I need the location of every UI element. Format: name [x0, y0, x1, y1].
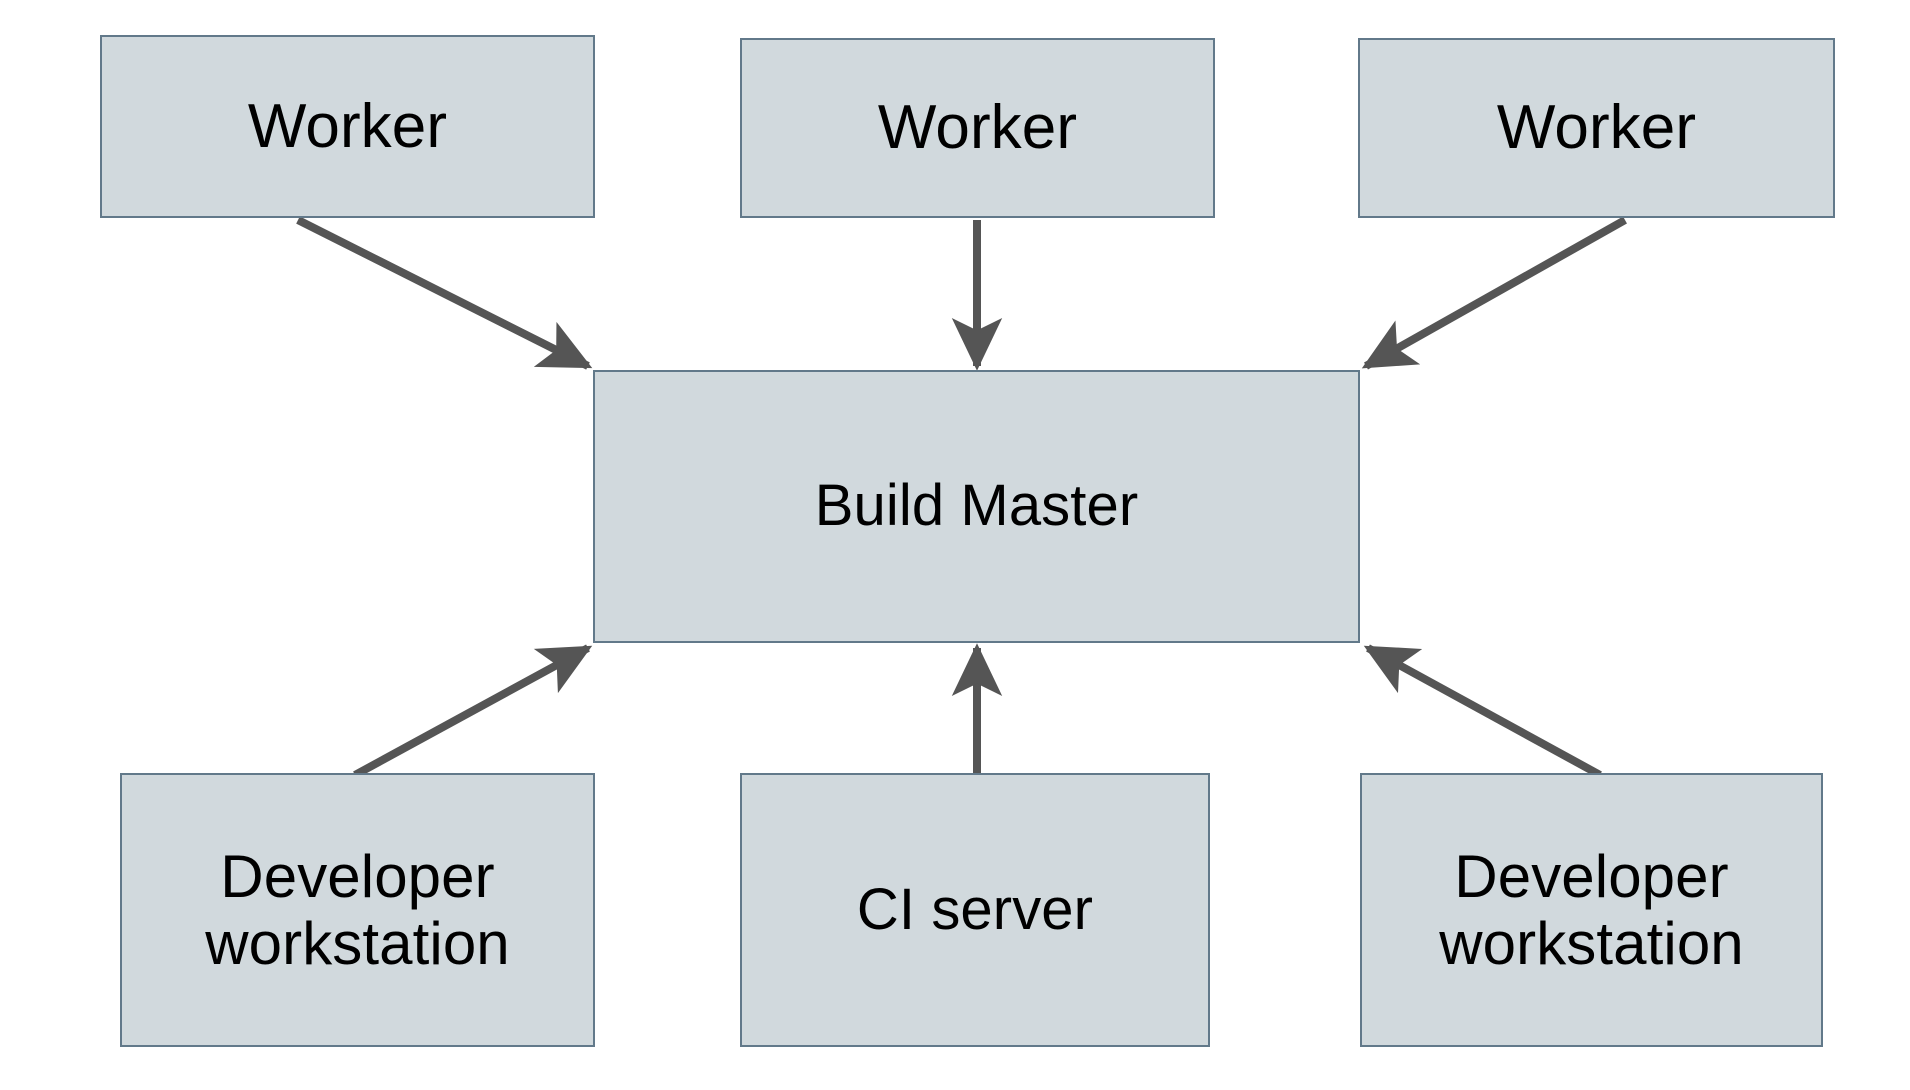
edge-worker1-to-master	[296, 216, 593, 370]
edge-devleft-to-master	[353, 644, 593, 779]
node-developer-workstation-left-label: Developer workstation	[205, 842, 510, 977]
edge-worker3-to-master	[1361, 216, 1627, 370]
node-build-master[interactable]: Build Master	[593, 370, 1360, 643]
edge-devright-to-master	[1363, 644, 1602, 779]
node-developer-workstation-left[interactable]: Developer workstation	[120, 773, 595, 1047]
node-worker-2-label: Worker	[877, 93, 1078, 163]
node-worker-1-label: Worker	[247, 91, 448, 161]
node-worker-3[interactable]: Worker	[1358, 38, 1835, 218]
node-developer-workstation-right-label: Developer workstation	[1439, 842, 1744, 977]
node-developer-workstation-right[interactable]: Developer workstation	[1360, 773, 1823, 1047]
node-ci-server-label: CI server	[856, 876, 1094, 942]
node-worker-1[interactable]: Worker	[100, 35, 595, 218]
node-build-master-label: Build Master	[814, 473, 1139, 539]
node-ci-server[interactable]: CI server	[740, 773, 1210, 1047]
node-worker-2[interactable]: Worker	[740, 38, 1215, 218]
node-worker-3-label: Worker	[1496, 93, 1697, 163]
